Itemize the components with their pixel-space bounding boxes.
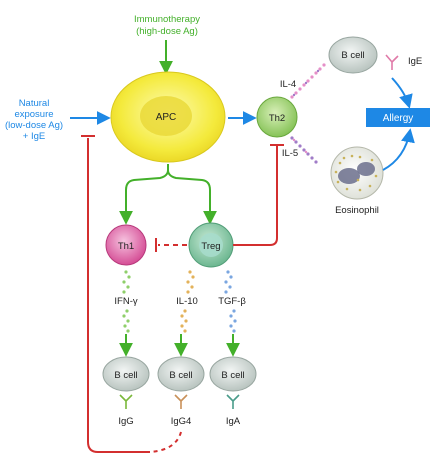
b-cell-top: B cell bbox=[328, 36, 378, 74]
b-cell-igg-label: B cell bbox=[114, 370, 137, 381]
eosinophil-cell bbox=[330, 146, 384, 200]
apc-label: APC bbox=[156, 112, 177, 123]
immunotherapy-line1: Immunotherapy bbox=[134, 14, 200, 25]
apc-cell: APC bbox=[110, 71, 226, 163]
igg-inhibits-exposure-line bbox=[87, 138, 150, 453]
apc-to-th1-arrow bbox=[119, 164, 169, 225]
tgf-beta-label: TGF-β bbox=[218, 296, 246, 307]
eosinophil-to-allergy-arrow bbox=[382, 128, 415, 171]
treg-label: Treg bbox=[201, 241, 220, 252]
immunotherapy-label: Immunotherapy (high-dose Ag) bbox=[134, 14, 200, 37]
ifn-gamma-secretion-path bbox=[122, 270, 131, 333]
treg-inhibits-th2-line bbox=[233, 146, 278, 246]
natural-exposure-line3: (low-dose Ag) bbox=[5, 120, 63, 131]
immunotherapy-line2: (high-dose Ag) bbox=[136, 26, 198, 37]
ifn-gamma-label: IFN-γ bbox=[114, 296, 137, 307]
th2-label: Th2 bbox=[269, 113, 285, 124]
iga-antibody-icon bbox=[226, 394, 240, 409]
b-cell-igg4: B cell bbox=[157, 356, 205, 392]
allergy-label: Allergy bbox=[383, 113, 414, 124]
igg4-antibody-icon bbox=[174, 394, 188, 409]
il4-secretion-path bbox=[290, 63, 326, 99]
th2-cell: Th2 bbox=[256, 96, 298, 138]
il5-secretion-path bbox=[290, 136, 318, 164]
natural-exposure-label: Natural exposure (low-dose Ag) + IgE bbox=[5, 98, 63, 142]
apc-to-treg-arrow bbox=[167, 169, 217, 225]
treg-cell: Treg bbox=[188, 222, 234, 268]
igg-feedback-dashed-line bbox=[149, 431, 182, 453]
b-cell-igg4-label: B cell bbox=[169, 370, 192, 381]
tgf-beta-secretion-path bbox=[224, 270, 237, 333]
ige-label: IgE bbox=[408, 56, 422, 67]
igg4-label: IgG4 bbox=[171, 416, 192, 427]
b-cell-igg: B cell bbox=[102, 356, 150, 392]
b-cell-iga: B cell bbox=[209, 356, 257, 392]
ige-to-allergy-arrow bbox=[391, 77, 413, 109]
natural-exposure-line4: + IgE bbox=[23, 131, 45, 142]
natural-exposure-line1: Natural bbox=[19, 98, 50, 109]
igg-antibody-icon bbox=[119, 394, 133, 409]
eosinophil-label: Eosinophil bbox=[335, 205, 379, 216]
b-cell-iga-label: B cell bbox=[221, 370, 244, 381]
igg-label: IgG bbox=[118, 416, 133, 427]
th1-cell: Th1 bbox=[105, 224, 147, 266]
th1-label: Th1 bbox=[118, 241, 134, 252]
il10-label: IL-10 bbox=[176, 296, 198, 307]
il4-label: IL-4 bbox=[280, 79, 296, 90]
natural-exposure-line2: exposure bbox=[14, 109, 53, 120]
il10-secretion-path bbox=[180, 270, 195, 333]
allergy-box: Allergy bbox=[366, 108, 430, 127]
b-cell-top-label: B cell bbox=[341, 50, 364, 61]
ige-antibody-icon bbox=[385, 54, 399, 70]
il5-label: IL-5 bbox=[282, 148, 298, 159]
iga-label: IgA bbox=[226, 416, 241, 427]
